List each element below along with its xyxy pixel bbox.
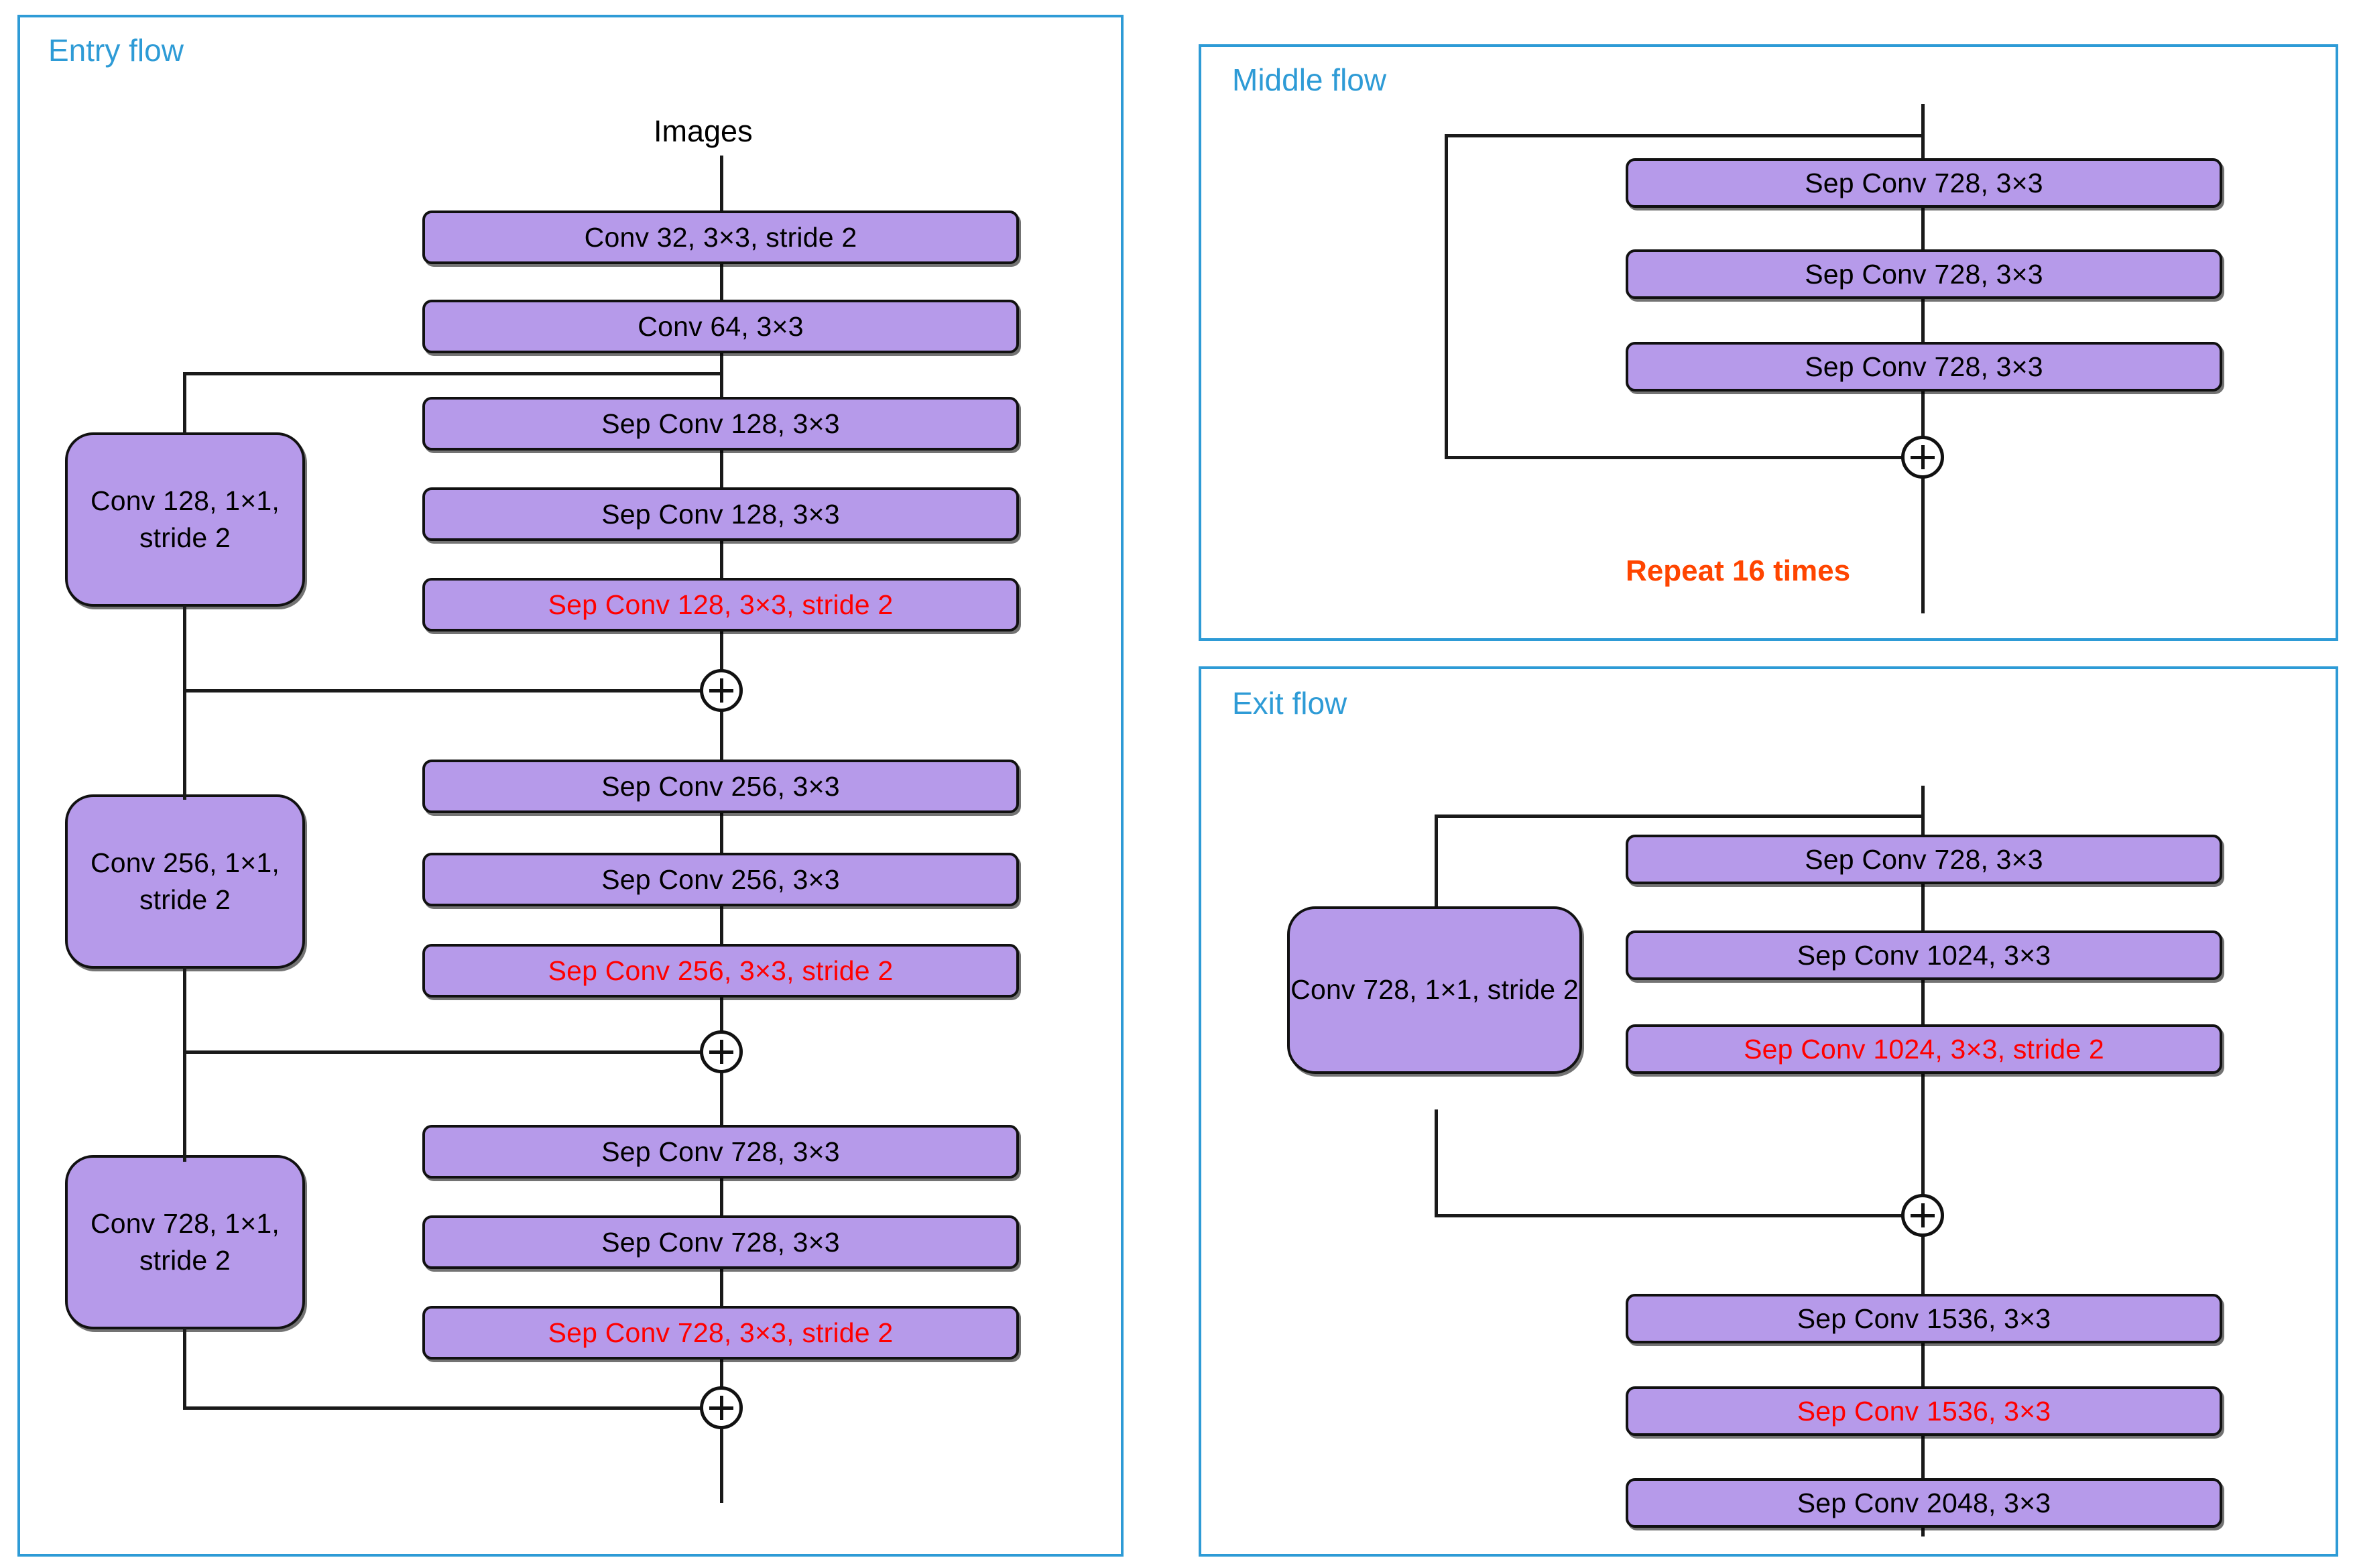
entry-block-label: Sep Conv 256, 3×3, stride 2 [548, 955, 894, 986]
entry-block-5: Sep Conv 256, 3×3 [422, 760, 1019, 813]
middle-block-1: Sep Conv 728, 3×3 [1626, 249, 2222, 299]
entry-block-0: Conv 32, 3×3, stride 2 [422, 210, 1019, 264]
entry-block-label: Sep Conv 128, 3×3 [601, 408, 840, 439]
entry-shortcut-label: Conv 256, 1×1, stride 2 [90, 847, 280, 915]
exit-block-bottom-2: Sep Conv 2048, 3×3 [1626, 1478, 2222, 1528]
exit-skip-branch [1435, 815, 1923, 818]
exit-block-bottom-1: Sep Conv 1536, 3×3 [1626, 1386, 2222, 1436]
entry-spine-segment [720, 156, 723, 1503]
entry-block-label: Conv 64, 3×3 [638, 310, 804, 342]
entry-skip-branch-top [183, 372, 722, 375]
entry-block-label: Sep Conv 128, 3×3 [601, 498, 840, 530]
entry-skip-rail-3 [183, 1328, 186, 1408]
exit-block-bottom-0: Sep Conv 1536, 3×3 [1626, 1294, 2222, 1343]
entry-skip-join-1 [183, 1050, 722, 1054]
entry-shortcut-2: Conv 728, 1×1, stride 2 [65, 1155, 305, 1329]
entry-shortcut-0: Conv 128, 1×1, stride 2 [65, 432, 305, 607]
entry-skip-rail-0 [183, 372, 186, 434]
exit-shortcut-label: Conv 728, 1×1, stride 2 [1290, 974, 1579, 1006]
exit-block-label: Sep Conv 1024, 3×3 [1797, 939, 2051, 971]
entry-block-1: Conv 64, 3×3 [422, 300, 1019, 353]
entry-block-label: Sep Conv 728, 3×3 [601, 1136, 840, 1167]
middle-skip-rail [1445, 134, 1448, 458]
entry-skip-join-2 [183, 1406, 722, 1410]
entry-skip-rail-1 [183, 605, 186, 800]
middle-block-label: Sep Conv 728, 3×3 [1805, 351, 2043, 382]
exit-skip-join [1435, 1214, 1923, 1217]
exit-block-top-0: Sep Conv 728, 3×3 [1626, 835, 2222, 884]
exit-add-node [1901, 1194, 1944, 1237]
exit-block-label: Sep Conv 1024, 3×3, stride 2 [1744, 1033, 2104, 1065]
exit-block-label: Sep Conv 728, 3×3 [1805, 843, 2043, 875]
exit-shortcut: Conv 728, 1×1, stride 2 [1287, 906, 1582, 1074]
exit-skip-rail-bottom [1435, 1109, 1438, 1217]
exit-block-label: Sep Conv 1536, 3×3 [1797, 1303, 2051, 1334]
entry-add-node-1 [700, 1030, 743, 1073]
middle-flow-repeat-caption: Repeat 16 times [1626, 554, 1851, 587]
middle-add-node [1901, 436, 1944, 479]
entry-input-label: Images [654, 114, 753, 148]
middle-block-label: Sep Conv 728, 3×3 [1805, 167, 2043, 198]
entry-block-label: Sep Conv 128, 3×3, stride 2 [548, 589, 894, 620]
entry-shortcut-label: Conv 728, 1×1, stride 2 [90, 1207, 280, 1276]
entry-skip-join-0 [183, 689, 722, 692]
middle-block-label: Sep Conv 728, 3×3 [1805, 258, 2043, 290]
entry-flow-title: Entry flow [48, 33, 184, 68]
middle-block-0: Sep Conv 728, 3×3 [1626, 158, 2222, 208]
exit-skip-rail-top [1435, 815, 1438, 908]
entry-block-9: Sep Conv 728, 3×3 [422, 1215, 1019, 1269]
entry-block-2: Sep Conv 128, 3×3 [422, 397, 1019, 450]
middle-flow-title: Middle flow [1232, 62, 1387, 97]
entry-block-4: Sep Conv 128, 3×3, stride 2 [422, 578, 1019, 631]
entry-block-label: Sep Conv 728, 3×3 [601, 1226, 840, 1258]
middle-skip-join [1445, 456, 1923, 459]
entry-block-6: Sep Conv 256, 3×3 [422, 853, 1019, 906]
entry-block-label: Sep Conv 728, 3×3, stride 2 [548, 1317, 894, 1348]
middle-block-2: Sep Conv 728, 3×3 [1626, 342, 2222, 391]
entry-shortcut-label: Conv 128, 1×1, stride 2 [90, 485, 280, 553]
entry-block-8: Sep Conv 728, 3×3 [422, 1125, 1019, 1179]
entry-block-label: Sep Conv 256, 3×3 [601, 863, 840, 895]
entry-add-node-0 [700, 669, 743, 712]
entry-block-10: Sep Conv 728, 3×3, stride 2 [422, 1306, 1019, 1360]
entry-block-7: Sep Conv 256, 3×3, stride 2 [422, 944, 1019, 998]
exit-spine [1921, 786, 1925, 1536]
exit-flow-title: Exit flow [1232, 686, 1347, 721]
entry-shortcut-1: Conv 256, 1×1, stride 2 [65, 794, 305, 969]
middle-skip-branch [1445, 134, 1923, 137]
entry-skip-rail-2 [183, 967, 186, 1162]
entry-block-label: Conv 32, 3×3, stride 2 [584, 221, 857, 253]
exit-block-top-2: Sep Conv 1024, 3×3, stride 2 [1626, 1024, 2222, 1074]
entry-block-3: Sep Conv 128, 3×3 [422, 487, 1019, 541]
exit-block-top-1: Sep Conv 1024, 3×3 [1626, 930, 2222, 980]
exit-block-label: Sep Conv 2048, 3×3 [1797, 1487, 2051, 1518]
exit-block-label: Sep Conv 1536, 3×3 [1797, 1395, 2051, 1427]
entry-block-label: Sep Conv 256, 3×3 [601, 770, 840, 802]
entry-add-node-2 [700, 1386, 743, 1429]
